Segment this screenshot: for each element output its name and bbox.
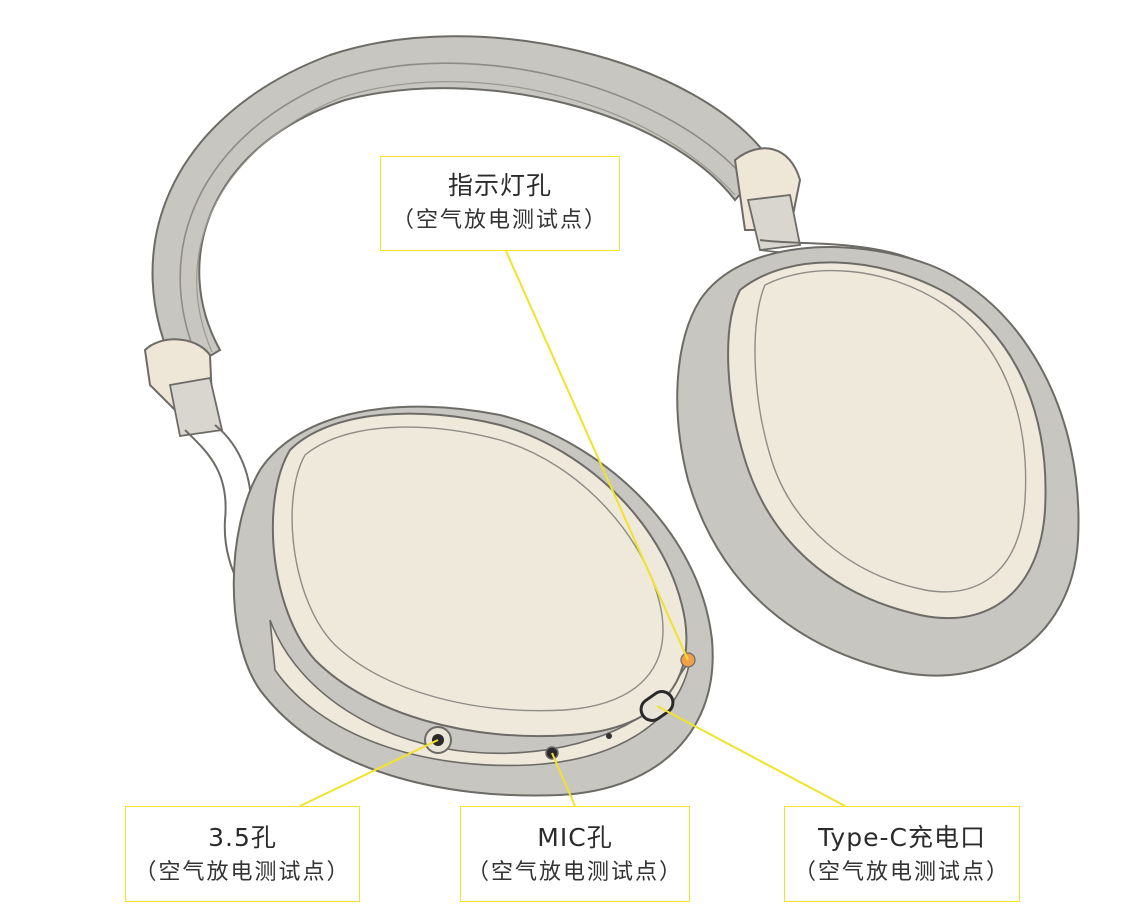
typec-port-title: Type-C充电口 [818,823,986,852]
typec-port-subtitle: （空气放电测试点） [793,860,1010,885]
indicator-callout-line [505,250,689,661]
callout-lines [299,250,846,807]
mic-hole-subtitle: （空气放电测试点） [466,860,683,885]
aux-port-title: 3.5孔 [208,823,277,852]
aux-port-subtitle: （空气放电测试点） [134,860,351,885]
right-earcup [676,246,1080,677]
typec-port-callout: Type-C充电口 （空气放电测试点） [784,806,1020,902]
typec-callout-line [656,705,846,807]
mic-hole-callout: MIC孔 （空气放电测试点） [460,806,690,902]
aux-callout-line [299,739,439,807]
aux-port-callout: 3.5孔 （空气放电测试点） [125,806,360,902]
mic-hole-title: MIC孔 [537,823,613,852]
indicator-hole-title: 指示灯孔 [447,171,552,200]
left-earcup [232,405,714,797]
indicator-hole-callout: 指示灯孔 （空气放电测试点） [380,156,620,251]
indicator-hole-subtitle: （空气放电测试点） [391,208,608,233]
mic-callout-line [551,752,576,807]
